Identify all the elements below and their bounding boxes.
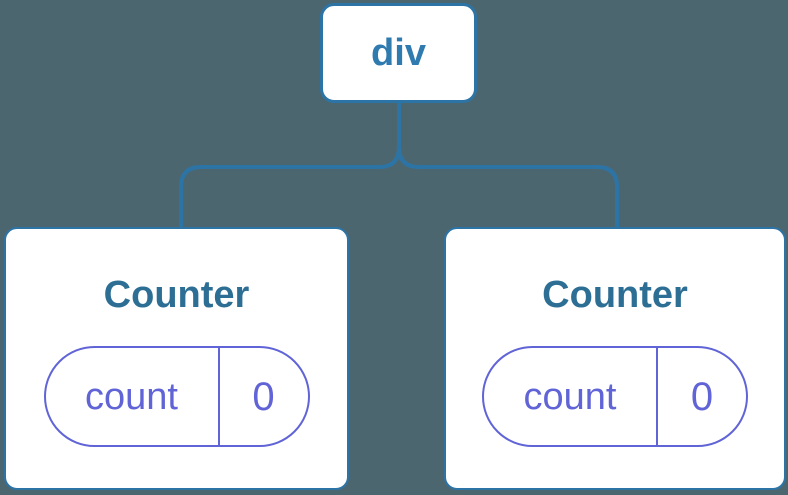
counter-title: Counter (103, 274, 250, 316)
root-node-div: div (320, 3, 477, 103)
state-value: 0 (690, 374, 714, 419)
state-value: 0 (252, 374, 275, 419)
state-pill: count 0 (482, 346, 748, 447)
root-node-label: div (371, 32, 426, 74)
counter-card-left: Counter count 0 (4, 227, 349, 490)
state-key-label: count (46, 348, 220, 445)
edge-root-to-left-child (179, 101, 401, 229)
state-pill: count 0 (43, 346, 310, 447)
edge-root-to-right-child (397, 101, 619, 229)
state-key-label: count (484, 348, 658, 445)
counter-title: Counter (542, 274, 688, 316)
counter-card-right: Counter count 0 (444, 227, 786, 490)
